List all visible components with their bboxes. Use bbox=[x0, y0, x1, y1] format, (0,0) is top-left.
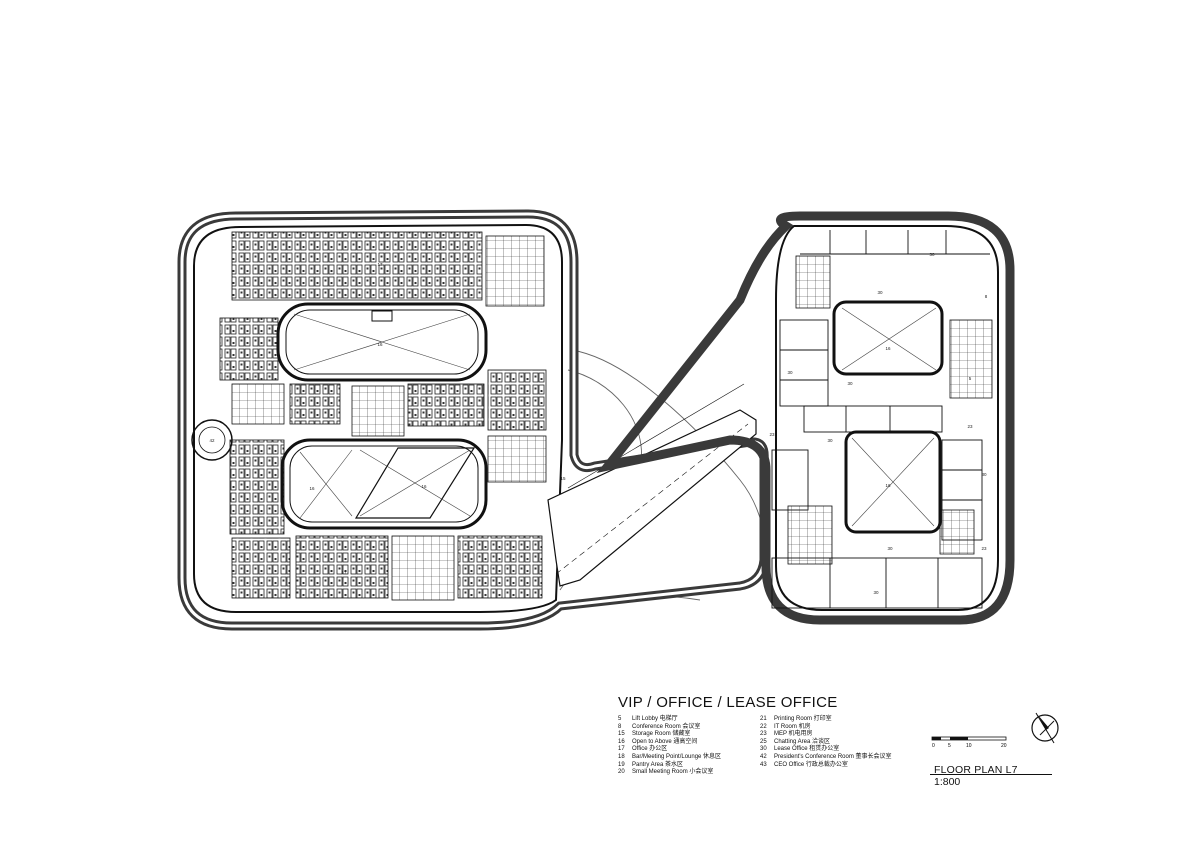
floor-plan-label: FLOOR PLAN L7 bbox=[934, 764, 1018, 776]
scale-tick-20: 20 bbox=[1001, 743, 1007, 749]
room-tag: 16 bbox=[309, 486, 315, 491]
legend-label: MEP 机电用房 bbox=[774, 731, 813, 738]
legend-label: IT Room 机房 bbox=[774, 723, 811, 730]
scale-tick-0: 0 bbox=[932, 743, 935, 749]
east-wing bbox=[596, 211, 1015, 625]
legend-row: 5 Lift Lobby 电梯厅 bbox=[618, 716, 721, 724]
legend-number: 25 bbox=[760, 738, 767, 745]
room-tag: 30 bbox=[981, 472, 987, 477]
scale-bar: 0 5 10 20 bbox=[931, 736, 1007, 749]
legend-label: Storage Room 储藏室 bbox=[632, 731, 691, 738]
legend-number: 8 bbox=[618, 723, 622, 730]
room-tag: 30 bbox=[787, 370, 793, 375]
drawing-scale: 1:800 bbox=[934, 776, 961, 788]
legend-label: Pantry Area 茶水区 bbox=[632, 761, 684, 768]
room-tag: 23 bbox=[967, 424, 973, 429]
west-wing bbox=[177, 209, 769, 631]
legend-row: 15 Storage Room 储藏室 bbox=[618, 731, 721, 739]
legend-row: 19 Pantry Area 茶水区 bbox=[618, 762, 721, 770]
room-tag: 42 bbox=[209, 438, 215, 443]
legend-label: Conference Room 会议室 bbox=[632, 723, 701, 730]
legend-label: Small Meeting Room 小会议室 bbox=[632, 769, 714, 776]
legend-label: Bar/Meeting Point/Lounge 休息区 bbox=[632, 753, 722, 760]
room-tag: 16 bbox=[885, 483, 891, 488]
legend-label: Open to Above 通高空间 bbox=[632, 738, 698, 745]
legend-row: 16 Open to Above 通高空间 bbox=[618, 739, 721, 747]
room-tag: 30 bbox=[847, 381, 853, 386]
room-tag: 16 bbox=[377, 342, 383, 347]
legend-number: 30 bbox=[760, 746, 767, 753]
legend-number: 19 bbox=[618, 761, 625, 768]
room-tag: 30 bbox=[827, 438, 833, 443]
legend-label: Office 办公区 bbox=[632, 746, 668, 753]
legend-row: 43 CEO Office 行政总裁办公室 bbox=[760, 762, 892, 770]
legend-number: 5 bbox=[618, 716, 622, 722]
legend-row: 8 Conference Room 会议室 bbox=[618, 724, 721, 732]
scale-tick-5: 5 bbox=[948, 743, 951, 749]
legend-number: 15 bbox=[618, 731, 625, 738]
title-underline bbox=[930, 774, 1052, 775]
legend-row: 18 Bar/Meeting Point/Lounge 休息区 bbox=[618, 754, 721, 762]
legend-number: 23 bbox=[760, 731, 767, 738]
scale-tick-10: 10 bbox=[966, 743, 972, 749]
room-tag: 17 bbox=[377, 262, 383, 267]
legend-number: 22 bbox=[760, 723, 767, 730]
legend-row: 42 President's Conference Room 董事长会议室 bbox=[760, 754, 892, 762]
legend-number: 43 bbox=[760, 761, 767, 768]
north-arrow-icon bbox=[1031, 712, 1059, 744]
legend-label: Lift Lobby 电梯厅 bbox=[632, 716, 678, 722]
room-tag: 15 bbox=[560, 476, 566, 481]
legend-number: 16 bbox=[618, 738, 625, 745]
room-tag: 30 bbox=[887, 546, 893, 551]
legend-label: CEO Office 行政总裁办公室 bbox=[774, 761, 848, 768]
room-tag: 23 bbox=[769, 432, 775, 437]
legend-row: 20 Small Meeting Room 小会议室 bbox=[618, 769, 721, 777]
room-legend-left: 5 Lift Lobby 电梯厅 8 Conference Room 会议室 15 Sto… bbox=[618, 716, 721, 777]
legend-number: 20 bbox=[618, 769, 625, 776]
room-tag: 17 bbox=[341, 570, 347, 575]
room-tag: 16 bbox=[421, 484, 427, 489]
legend-row: 22 IT Room 机房 bbox=[760, 724, 892, 732]
room-tag: 30 bbox=[873, 590, 879, 595]
room-tag: 16 bbox=[885, 346, 891, 351]
room-tag: 8 bbox=[985, 294, 988, 299]
legend-label: Chatting Area 洽谈区 bbox=[774, 738, 831, 745]
legend-row: 17 Office 办公区 bbox=[618, 746, 721, 754]
legend-number: 18 bbox=[618, 753, 625, 760]
legend-number: 42 bbox=[760, 753, 767, 760]
room-tag: 23 bbox=[981, 546, 987, 551]
legend-row: 23 MEP 机电用房 bbox=[760, 731, 892, 739]
legend-row: 25 Chatting Area 洽谈区 bbox=[760, 739, 892, 747]
legend-row: 21 Printing Room 打印室 bbox=[760, 716, 892, 724]
room-tag: 5 bbox=[969, 376, 972, 381]
room-tag: 30 bbox=[877, 290, 883, 295]
legend-number: 21 bbox=[760, 716, 767, 722]
room-legend-right: 21 Printing Room 打印室 22 IT Room 机房 23 MEP 机电用… bbox=[760, 716, 892, 769]
legend-label: Printing Room 打印室 bbox=[774, 716, 832, 722]
room-tag: 30 bbox=[929, 252, 935, 257]
legend-number: 17 bbox=[618, 746, 625, 753]
legend-label: Lease Office 租赁办公室 bbox=[774, 746, 840, 753]
legend-label: President's Conference Room 董事长会议室 bbox=[774, 753, 892, 760]
legend-row: 30 Lease Office 租赁办公室 bbox=[760, 746, 892, 754]
drawing-title: VIP / OFFICE / LEASE OFFICE bbox=[618, 694, 838, 711]
